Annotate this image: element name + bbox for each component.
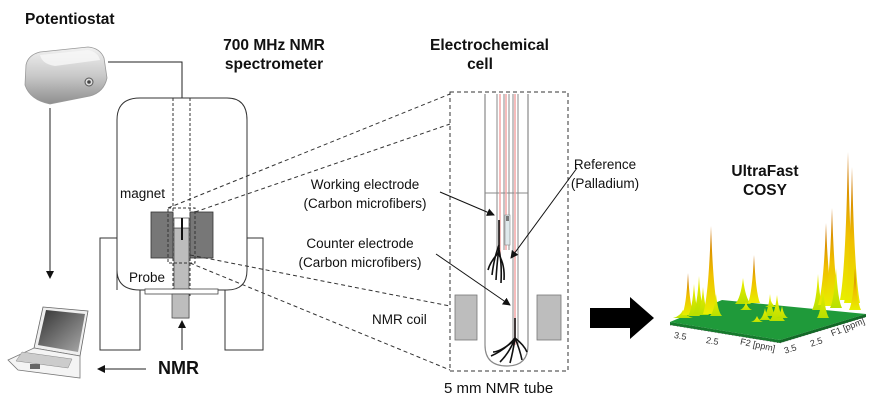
nmr-tube-label: 5 mm NMR tube	[444, 380, 554, 397]
reference-electrode	[504, 214, 511, 246]
cosy-peak	[748, 255, 760, 303]
f2-tick-1: 3.5	[673, 329, 688, 343]
cosy-title-line2: COSY	[743, 182, 787, 199]
cosy-peak	[735, 278, 751, 304]
cosy-title-line1: UltraFast	[731, 163, 799, 180]
potentiostat-label: Potentiostat	[25, 11, 115, 28]
working-electrode-fibers	[487, 220, 505, 284]
cosy-peak	[830, 268, 842, 308]
probe-label: Probe	[129, 270, 166, 285]
cosy-peak	[751, 316, 763, 322]
cosy-peak	[740, 302, 752, 310]
cosy-peak	[817, 286, 829, 318]
nmr-tube	[484, 94, 529, 367]
cosy-peak	[776, 306, 788, 318]
magnet-coil-right	[189, 211, 214, 259]
cell-title-line2: cell	[467, 56, 493, 73]
spectrometer-title-line2: spectrometer	[224, 56, 324, 73]
counter-electrode-fibers	[490, 318, 528, 364]
result-arrow	[590, 297, 654, 339]
cell-zoom-frame	[449, 91, 569, 372]
cosy-3d-plot	[669, 152, 867, 344]
nmr-coil-label: NMR coil	[372, 312, 427, 327]
cosy-peak	[844, 167, 860, 303]
nmr-coil-right	[536, 294, 562, 341]
nmr-coil-left	[454, 294, 478, 341]
reference-sublabel: (Palladium)	[570, 176, 640, 191]
working-electrode-label: Working electrode	[310, 177, 420, 192]
working-electrode-sublabel: (Carbon microfibers)	[303, 196, 427, 211]
magnet-label: magnet	[120, 186, 166, 201]
magnet-coil-left	[150, 211, 174, 259]
zoom-projection-lines	[167, 93, 451, 371]
working-electrode-arrow	[439, 191, 495, 216]
f2-tick-2: 2.5	[705, 334, 720, 348]
reference-arrow	[510, 167, 578, 259]
cosy-peak	[682, 273, 694, 315]
spectrometer-title-line1: 700 MHz NMR	[223, 37, 325, 54]
nmr-spectrometer	[99, 97, 264, 351]
cosy-peak	[759, 308, 771, 320]
reference-label: Reference	[573, 157, 637, 172]
counter-electrode-arrow	[435, 253, 511, 306]
cosy-peak	[849, 268, 861, 310]
laptop-icon	[7, 306, 89, 379]
cell-title-line1: Electrochemical	[430, 37, 549, 54]
counter-electrode-sublabel: (Carbon microfibers)	[298, 255, 422, 270]
nmr-label: NMR	[158, 358, 199, 378]
cosy-peak	[765, 301, 777, 307]
counter-electrode-label: Counter electrode	[306, 236, 414, 251]
cosy-peak	[703, 226, 719, 314]
potentiostat-device-icon	[24, 46, 108, 105]
cosy-peak	[710, 294, 722, 316]
